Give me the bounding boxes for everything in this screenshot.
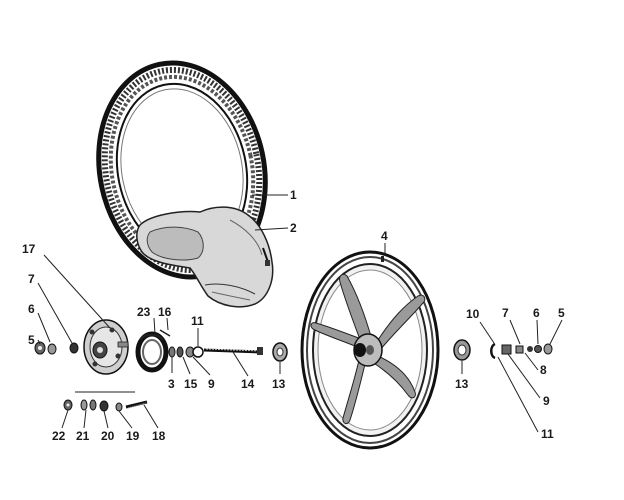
callout-10: 10: [466, 307, 480, 321]
bearing-right: [453, 339, 471, 361]
callout-13-left: 13: [272, 377, 286, 391]
callout-11-right: 11: [541, 427, 554, 441]
inner-tube: [136, 206, 274, 308]
callout-4: 4: [381, 229, 388, 243]
callout-11-left: 11: [191, 314, 204, 328]
axle: [203, 347, 263, 355]
callout-13-right: 13: [455, 377, 469, 391]
callout-18: 18: [152, 429, 166, 443]
callout-7-left: 7: [28, 272, 35, 286]
callout-14: 14: [241, 377, 255, 391]
brake-shoes: [135, 329, 171, 373]
lower-small-parts: [63, 391, 148, 412]
callout-15: 15: [184, 377, 198, 391]
callout-16: 16: [158, 305, 172, 319]
callout-5-right: 5: [558, 306, 565, 320]
leader-lines: [37, 194, 563, 433]
left-fasteners: [34, 341, 79, 355]
callout-20: 20: [101, 429, 115, 443]
callout-6-left: 6: [28, 302, 35, 316]
axle-spacers: [168, 346, 204, 358]
callout-5-left: 5: [28, 333, 35, 347]
callout-7-right: 7: [502, 306, 509, 320]
callout-21: 21: [76, 429, 90, 443]
callout-3: 3: [168, 377, 175, 391]
right-fasteners: [490, 342, 553, 360]
callout-2: 2: [290, 221, 297, 235]
callout-19: 19: [126, 429, 140, 443]
callout-9-left: 9: [208, 377, 215, 391]
callout-6-right: 6: [533, 306, 540, 320]
brake-plate: [83, 319, 129, 375]
callout-1: 1: [290, 188, 297, 202]
callout-22: 22: [52, 429, 66, 443]
wheel-rim: [300, 250, 440, 450]
callout-9-right: 9: [543, 394, 550, 408]
callout-labels: 1 2 3 4 5 5 6 6 7 7 8 9 9 10 11 11 13 13…: [22, 188, 565, 443]
callout-17: 17: [22, 242, 36, 256]
callout-23: 23: [137, 305, 151, 319]
callout-8: 8: [540, 363, 547, 377]
bearing-left: [272, 342, 288, 362]
